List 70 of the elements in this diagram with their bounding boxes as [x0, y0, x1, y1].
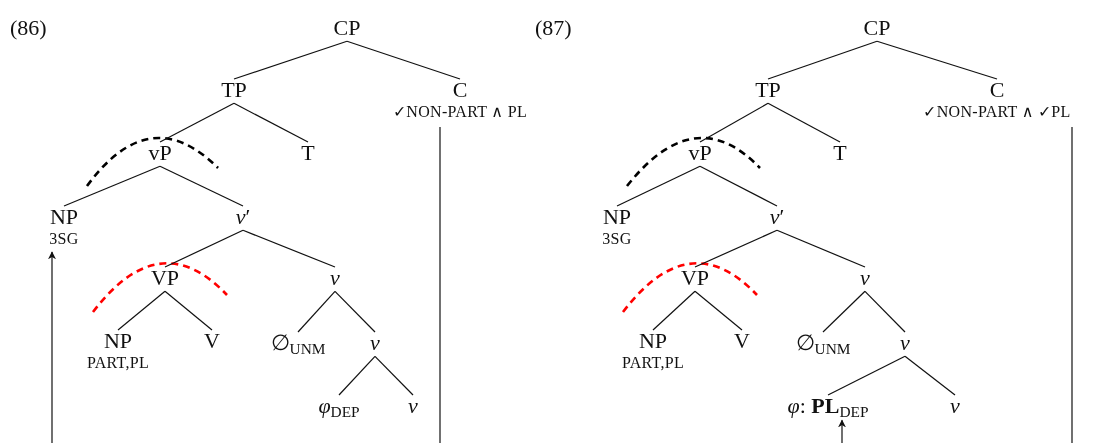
- tree-node-label: v′: [235, 204, 251, 230]
- feature-label: 3SG: [49, 229, 79, 250]
- tree-node-label: CP: [863, 15, 891, 41]
- branch-line: [904, 355, 956, 396]
- tree-node-label: ∅$_{UNM}$: [795, 330, 851, 356]
- tree-node-label: NP: [638, 328, 668, 354]
- branch-line: [767, 40, 878, 80]
- feature-label: ✓NON-PART ∧ ✓PL: [923, 102, 1071, 123]
- branch-line: [159, 102, 235, 143]
- branch-line: [822, 290, 866, 333]
- arrow: [838, 419, 846, 443]
- branch-line: [164, 290, 213, 331]
- tree-node-label: v: [330, 265, 340, 291]
- tree-node-label: φ$_{DEP}$: [318, 393, 360, 419]
- branch-line: [338, 355, 376, 396]
- tree-node-label: v: [900, 330, 910, 356]
- tree-node-label: TP: [221, 77, 247, 103]
- tree-node-label: V: [734, 328, 750, 354]
- feature-label: PART,PL: [621, 353, 685, 374]
- branch-line: [876, 40, 998, 80]
- branch-line: [439, 126, 441, 443]
- tree-node-label: VP: [680, 265, 710, 291]
- tree-node-label: ∅$_{UNM}$: [270, 330, 326, 356]
- tree-node-label: CP: [333, 15, 361, 41]
- branch-line: [864, 290, 906, 333]
- branch-line: [652, 290, 696, 331]
- branch-line: [334, 290, 376, 333]
- branch-line: [297, 290, 336, 333]
- branch-line: [233, 102, 309, 143]
- branch-line: [699, 102, 769, 143]
- example-number: (87): [535, 15, 572, 41]
- branch-line: [346, 40, 461, 80]
- tree-node-label: vP: [688, 140, 712, 166]
- tree-node-label: NP: [49, 204, 79, 230]
- example-number: (86): [10, 15, 47, 41]
- tree-node-label: TP: [755, 77, 781, 103]
- feature-label: 3SG: [602, 229, 632, 250]
- tree-node-label: v′: [769, 204, 785, 230]
- tree-node-label: T: [301, 140, 315, 166]
- branch-line: [827, 355, 906, 396]
- tree-node-label: v: [860, 265, 870, 291]
- branch-line: [233, 40, 348, 80]
- tree-node-label: v: [950, 393, 960, 419]
- branch-line: [117, 290, 166, 331]
- branch-line: [63, 165, 161, 207]
- branch-line: [374, 355, 414, 396]
- branch-line: [1071, 126, 1073, 443]
- tree-node-label: V: [204, 328, 220, 354]
- branch-line: [164, 229, 244, 268]
- tree-node-label: VP: [150, 265, 180, 291]
- branch-line: [159, 165, 244, 207]
- tree-node-label: NP: [103, 328, 133, 354]
- tree-node-label: C: [989, 77, 1005, 103]
- feature-label: PART,PL: [86, 353, 150, 374]
- branch-line: [767, 102, 841, 143]
- branch-line: [699, 165, 778, 207]
- tree-node-label: NP: [602, 204, 632, 230]
- branch-line: [694, 229, 778, 268]
- branch-line: [694, 290, 743, 331]
- branch-line: [242, 229, 336, 268]
- tree-node-label: v: [408, 393, 418, 419]
- feature-label: ✓NON-PART ∧ PL: [393, 102, 527, 123]
- tree-node-label: C: [452, 77, 468, 103]
- branch-line: [616, 165, 701, 207]
- branch-line: [776, 229, 866, 268]
- tree-node-label: T: [833, 140, 847, 166]
- tree-node-label: vP: [148, 140, 172, 166]
- tree-node-label: φ: PL$_{DEP}$: [787, 393, 869, 419]
- tree-node-label: v: [370, 330, 380, 356]
- arrow: [48, 251, 56, 443]
